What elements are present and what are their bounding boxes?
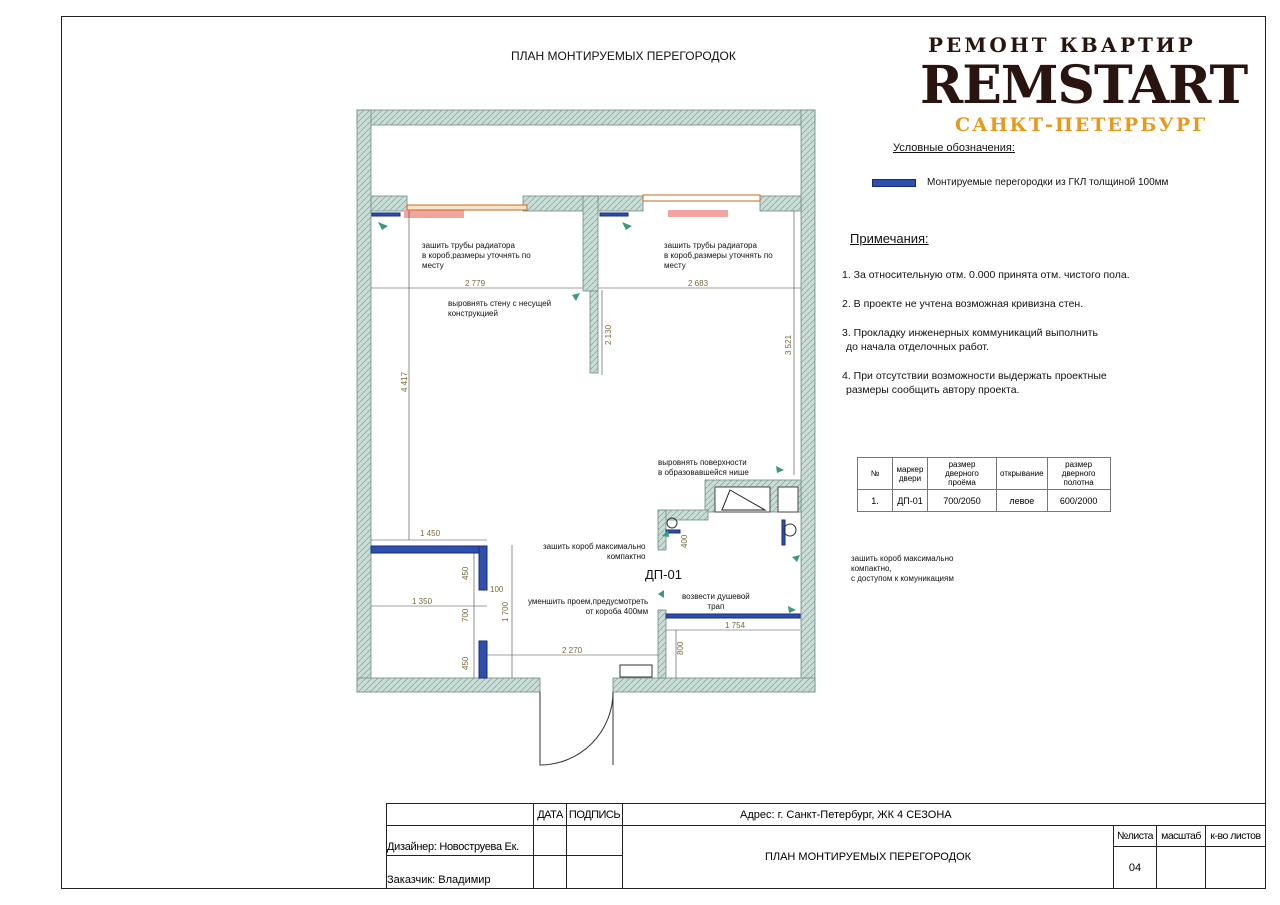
door-marker: ДП-01 [645, 567, 682, 582]
cell [533, 855, 567, 889]
table-row: 1. ДП-01 700/2050 левое 600/2000 [857, 489, 1111, 512]
header-cell: маркер двери [892, 457, 928, 490]
cell [533, 825, 567, 856]
header-cell: открывание [996, 457, 1048, 490]
panel [619, 664, 653, 678]
entrance-door-swing [539, 691, 614, 766]
leader-arrows [378, 222, 800, 613]
radiator [404, 210, 464, 218]
sheet-number-label: №листа [1113, 825, 1157, 847]
dimension: 2 683 [688, 279, 709, 288]
notes-list: 1. За относительную отм. 0.000 принята о… [842, 269, 1130, 396]
dimension: 4 417 [400, 371, 409, 392]
dimension: 100 [490, 585, 504, 594]
cell: ДП-01 [892, 489, 928, 512]
plan-title: ПЛАН МОНТИРУЕМЫХ ПЕРЕГОРОДОК [511, 49, 736, 63]
sheets-count-value [1205, 846, 1266, 889]
address: Адрес: г. Санкт-Петербург, ЖК 4 СЕЗОНА [622, 803, 1266, 826]
hatched-niche [721, 489, 767, 511]
dimension-lines [371, 211, 801, 678]
dimension: 400 [680, 534, 689, 548]
dimension: 2 270 [562, 646, 583, 655]
dimension: 1 350 [412, 597, 433, 606]
header-cell: размер дверного проёма [927, 457, 997, 490]
cell: 1. [857, 489, 893, 512]
dimension: 700 [461, 608, 470, 622]
title-block: ДАТА ПОДПИСЬ Адрес: г. Санкт-Петербург, … [386, 803, 1266, 889]
window [642, 194, 761, 202]
gkl-partitions [370, 212, 801, 679]
dimension: 1 450 [420, 529, 441, 538]
sheet-title: ПЛАН МОНТИРУЕМЫХ ПЕРЕГОРОДОК [622, 825, 1114, 889]
cell [386, 803, 534, 826]
scale-label: масштаб [1156, 825, 1206, 847]
cell [566, 825, 623, 856]
header-cell: № [857, 457, 893, 490]
customer: Заказчик: Владимир [386, 855, 534, 889]
dimension: 800 [676, 641, 685, 655]
scale-value [1156, 846, 1206, 889]
designer: Дизайнер: Новоструева Ек. [386, 825, 534, 856]
signature-label: ПОДПИСЬ [566, 803, 623, 826]
cell: 600/2000 [1046, 489, 1111, 512]
cell: левое [996, 489, 1048, 512]
pipe-icon [783, 523, 797, 537]
logo: REMSTART [920, 55, 1248, 116]
dimension: 1 700 [501, 601, 510, 622]
dimension: 450 [461, 656, 470, 670]
door-schedule-table: № маркер двери размер дверного проёма от… [857, 457, 1111, 512]
pipe-icon [666, 517, 678, 529]
header-cell: размер дверного полотна [1046, 457, 1111, 490]
shaft [777, 486, 799, 513]
window [406, 204, 528, 211]
logo-city: САНКТ-ПЕТЕРБУРГ [955, 114, 1208, 136]
legend-heading: Условные обозначения: [893, 142, 1015, 154]
dimension: 3 521 [784, 334, 793, 355]
radiator [668, 210, 728, 217]
logo-tagline: РЕМОНТ КВАРТИР [928, 33, 1196, 57]
table-header-row: № маркер двери размер дверного проёма от… [857, 457, 1111, 490]
dimension: 1 754 [725, 621, 746, 630]
legend-swatch [872, 179, 916, 187]
notes-heading: Примечания: [850, 231, 929, 246]
cell [566, 855, 623, 889]
dimension: 2 779 [465, 279, 486, 288]
date-label: ДАТА [533, 803, 567, 826]
legend-item: Монтируемые перегородки из ГКЛ толщиной … [927, 177, 1169, 188]
sheet-number: 04 [1113, 846, 1157, 889]
dimension: 450 [461, 566, 470, 580]
cell: 700/2050 [927, 489, 997, 512]
sheets-count-label: к-во листов [1205, 825, 1266, 847]
dimension: 2 130 [604, 324, 613, 345]
